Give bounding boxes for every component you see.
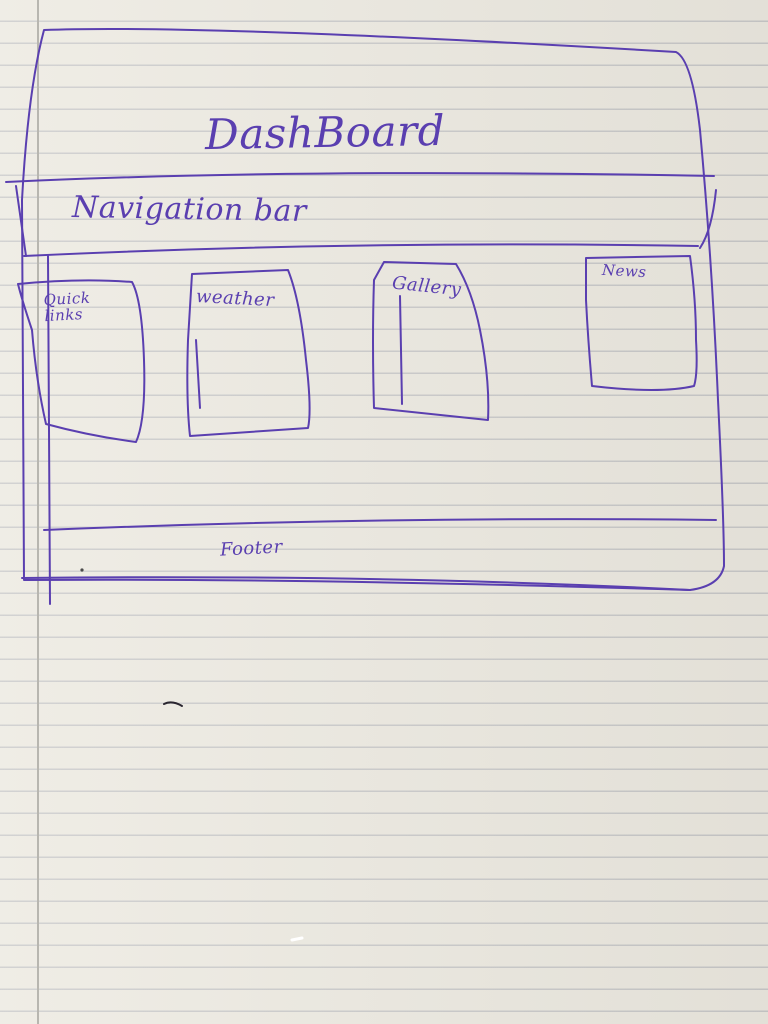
page-title: DashBoard — [204, 105, 446, 160]
quick-links-card — [17, 279, 146, 443]
paper-margin-line — [37, 0, 39, 1024]
news-card — [585, 255, 698, 391]
footer-top-line — [43, 518, 717, 531]
weather-card — [186, 269, 311, 437]
stray-dot — [80, 568, 84, 572]
footer-bottom-line — [21, 576, 691, 591]
gallery-card-inner-line — [399, 295, 403, 405]
stray-pen-mark — [163, 701, 183, 707]
footer-label: Footer — [219, 536, 284, 561]
weather-card-inner-line — [195, 339, 201, 409]
widget-weather-label[interactable]: weather — [195, 285, 275, 312]
left-extension-line — [47, 255, 51, 605]
dashboard-frame — [21, 27, 725, 591]
navigation-bar-label[interactable]: Navigation bar — [71, 189, 308, 230]
gallery-card — [372, 261, 490, 421]
nav-right-edge — [699, 189, 717, 249]
widget-quick-links-label[interactable]: Quick links — [43, 288, 91, 326]
header-divider — [5, 172, 715, 183]
widget-news-label[interactable]: News — [601, 260, 647, 282]
paper-fleck — [290, 936, 304, 942]
nav-left-edge — [15, 185, 27, 257]
nav-bottom-line — [23, 243, 699, 257]
